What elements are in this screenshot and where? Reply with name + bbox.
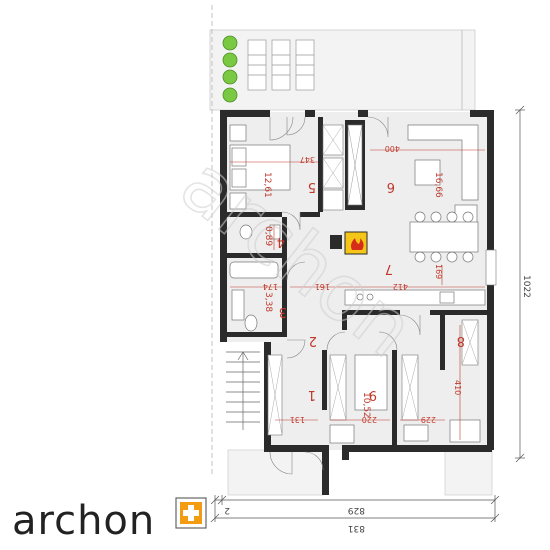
room-area-4: 0,89 (263, 226, 273, 246)
washbasin-icon (269, 224, 281, 240)
entrance-porch (227, 449, 324, 496)
dim-400: 400 (385, 144, 400, 153)
kitchen-counter (344, 289, 486, 306)
room-labels: 5 12,61 6 16,66 4 0,89 7 3 3,38 2 8 1 9 … (262, 172, 465, 418)
shrub-icon (222, 87, 238, 103)
dim-410: 410 (453, 380, 462, 395)
room-number-2: 2 (309, 333, 317, 348)
door-swings (269, 116, 421, 475)
living-room-furniture (407, 124, 479, 236)
shrub-icon (222, 35, 238, 51)
room-number-4: 4 (277, 234, 285, 249)
sun-loungers (247, 39, 315, 91)
room-number-6: 6 (387, 179, 395, 194)
room-area-3: 3,38 (263, 292, 273, 312)
dim-131: 131 (290, 415, 305, 424)
logo-text: archon (12, 498, 155, 544)
room-number-1: 1 (308, 387, 316, 402)
toilet-icon (244, 314, 258, 332)
chair-icon (414, 211, 426, 223)
wardrobe-icon (322, 189, 344, 211)
bed-bedroom-5 (229, 124, 291, 210)
desk-icon (403, 424, 429, 442)
dim-169: 169 (434, 264, 443, 279)
chair-icon (414, 251, 426, 263)
sink-icon (439, 291, 455, 304)
outer-dim-inner-width: 829 (348, 505, 365, 515)
archon-logo: archon (12, 497, 207, 544)
dim-412: 412 (393, 282, 408, 291)
bathtub-icon (229, 261, 279, 279)
chair-icon (430, 251, 442, 263)
shrub-row (222, 35, 238, 103)
single-beds (329, 354, 481, 444)
room-area-6: 16,66 (433, 172, 443, 198)
shrub-icon (222, 52, 238, 68)
dim-220: 220 (362, 415, 377, 424)
room-area-5: 12,61 (262, 172, 272, 198)
chair-icon (430, 211, 442, 223)
dim-161: 161 (315, 282, 330, 291)
chair-icon (462, 211, 474, 223)
outer-dim-height: 1022 (515, 105, 531, 463)
outer-dim-height-label: 1022 (521, 275, 531, 298)
room-number-5: 5 (308, 179, 316, 194)
room-number-3: 3 (279, 304, 287, 319)
side-porch (444, 449, 493, 496)
dim-174: 174 (263, 282, 278, 291)
room-number-8: 8 (457, 333, 465, 348)
nightstand-icon (229, 192, 247, 210)
shrub-icon (222, 69, 238, 85)
chair-icon (446, 251, 458, 263)
outer-dim-total-width: 831 (348, 523, 365, 533)
inner-dimension-lines (230, 149, 485, 440)
corner-sofa-icon (407, 124, 479, 201)
washing-machine-icon (231, 289, 245, 321)
single-bed-icon (354, 354, 388, 411)
dim-347: 347 (300, 155, 315, 164)
bathroom-fixtures (229, 224, 281, 332)
desk-icon (449, 419, 481, 443)
outer-walls (220, 110, 494, 495)
outer-dim-width (210, 495, 500, 523)
chair-icon (462, 251, 474, 263)
dining-table-icon (409, 221, 479, 253)
nightstand-icon (229, 124, 247, 142)
dining-set (409, 211, 479, 263)
room-number-9: 9 (369, 387, 377, 402)
room-area-9: 10,52 (361, 392, 371, 418)
staircase-icon (226, 351, 260, 430)
desk-icon (329, 424, 355, 444)
chair-icon (446, 211, 458, 223)
chimney-block (330, 235, 342, 249)
toilet-icon (239, 224, 253, 240)
outer-dim-small: 2 (224, 505, 230, 515)
dim-229: 229 (421, 415, 436, 424)
window-right (485, 249, 497, 286)
room-number-7: 7 (385, 261, 393, 276)
coffee-table-icon (414, 159, 441, 186)
flame-icon (351, 238, 364, 250)
